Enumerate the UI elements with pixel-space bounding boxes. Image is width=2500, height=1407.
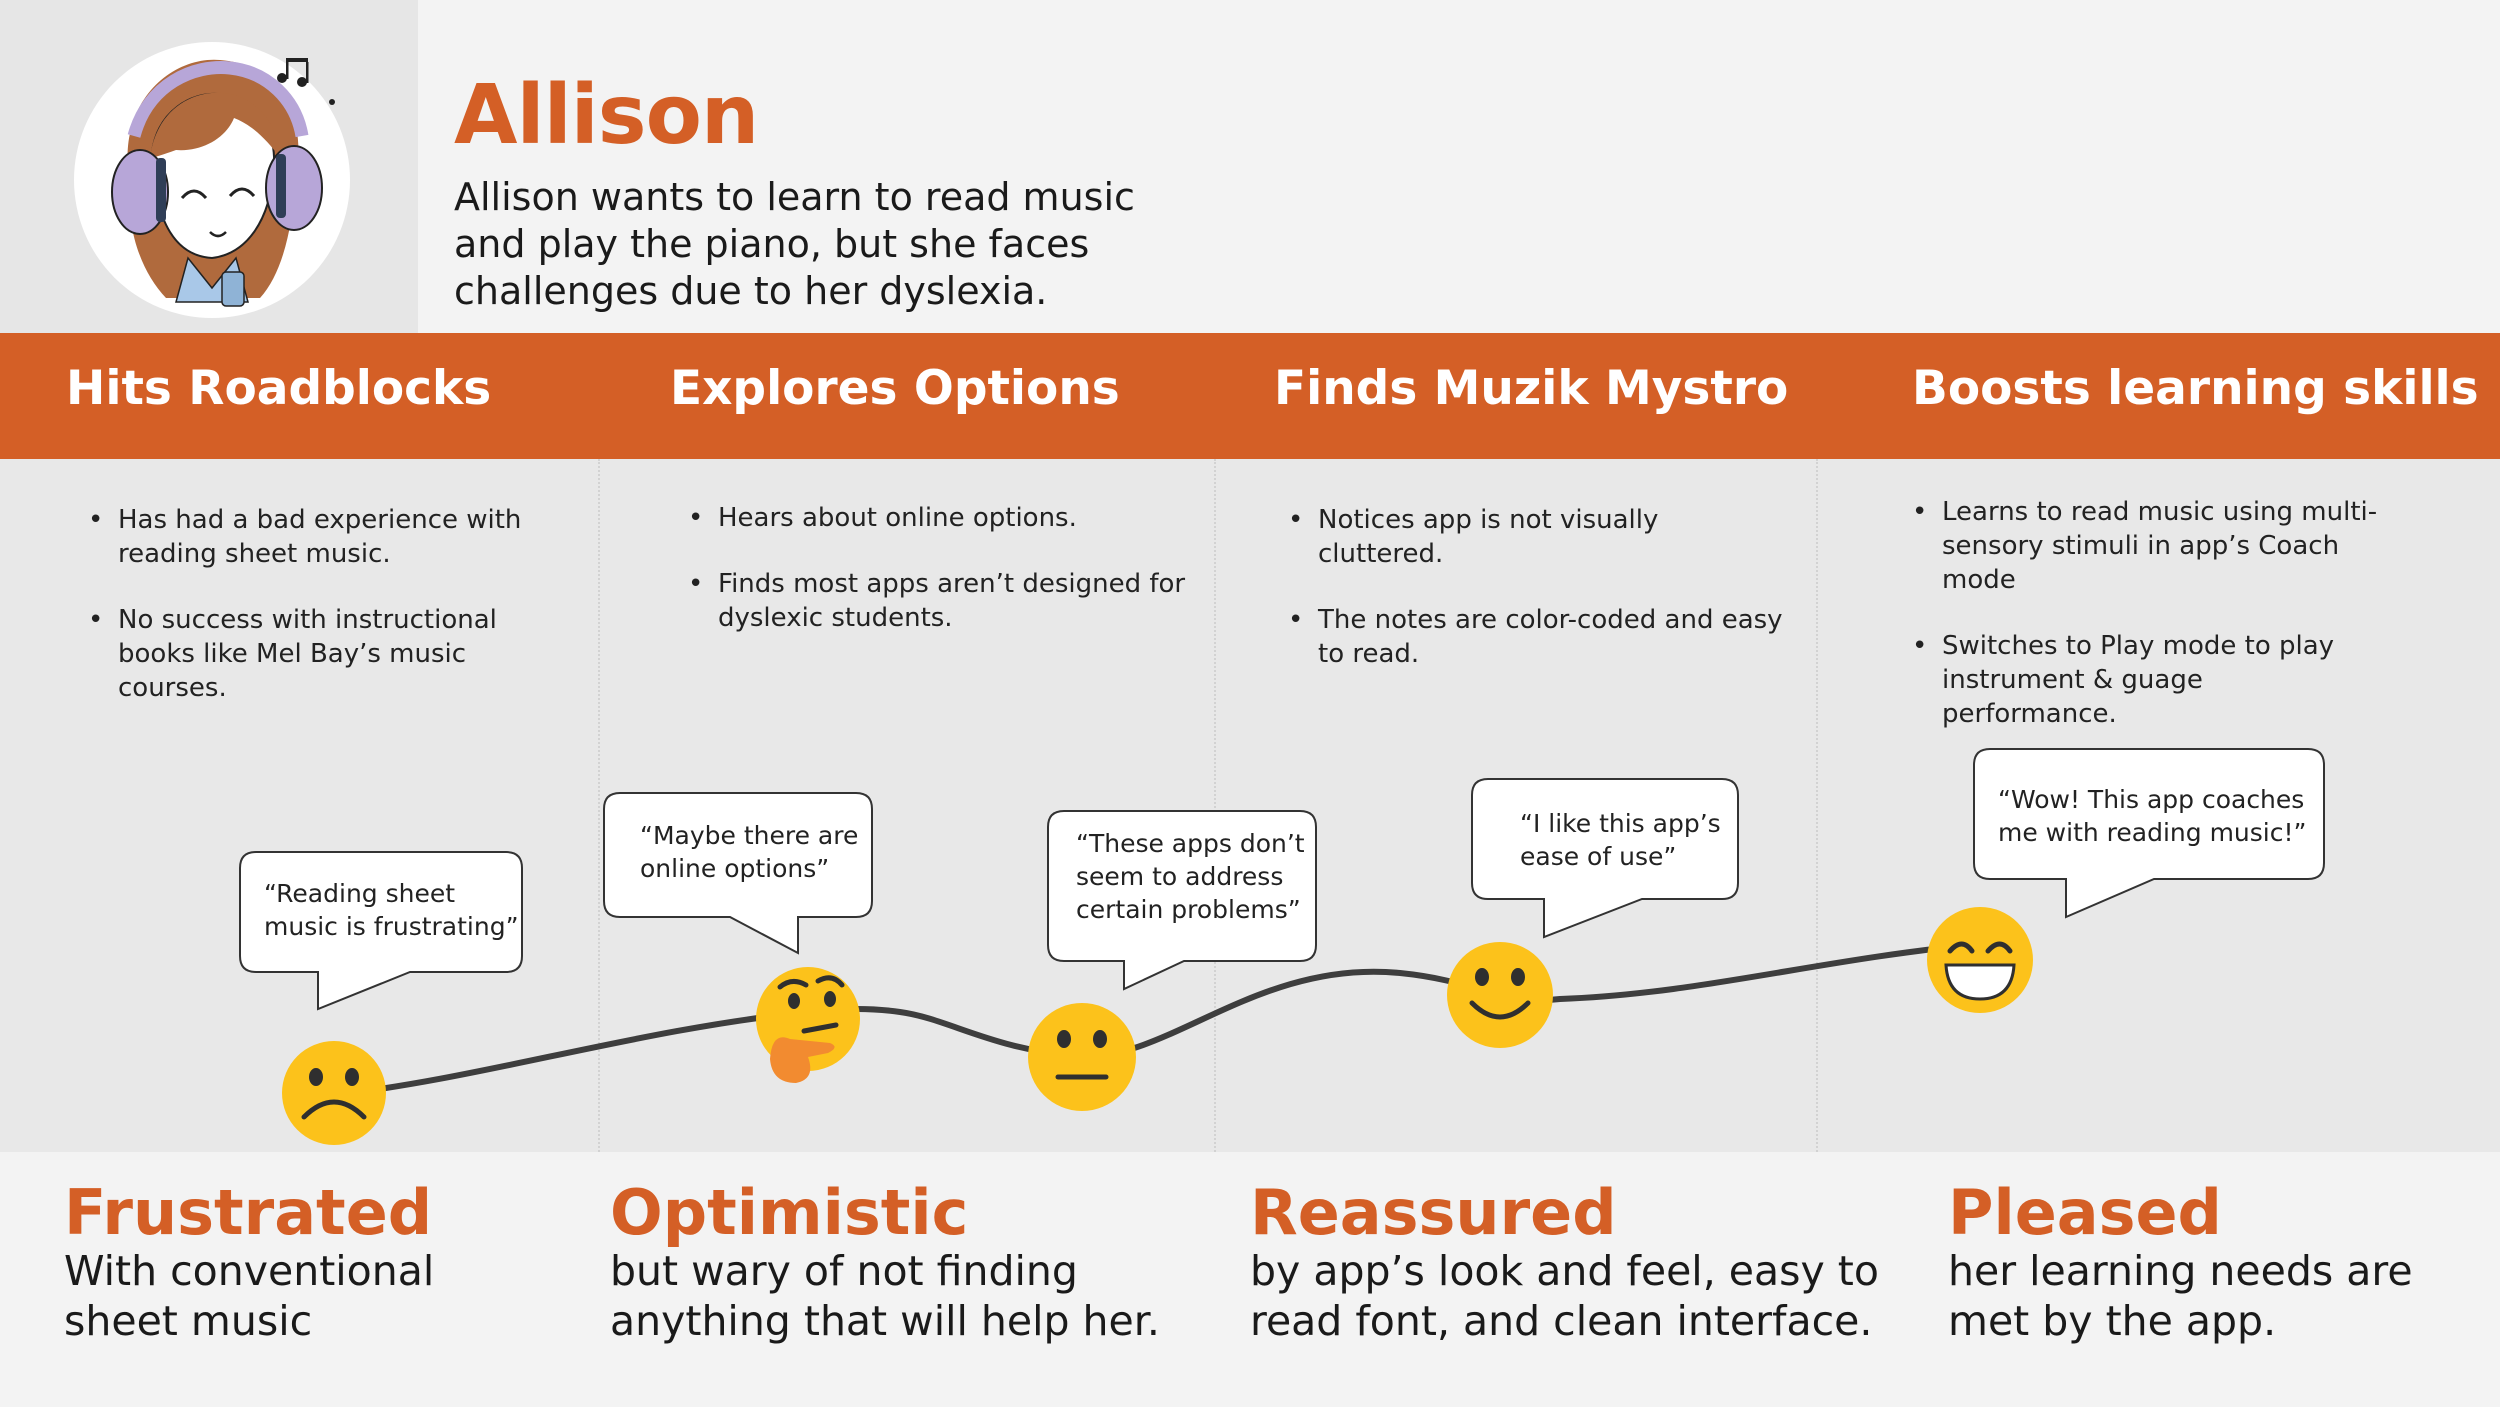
stage-title-hits-roadblocks: Hits Roadblocks — [66, 361, 492, 416]
bullet-item: Has had a bad experience with reading sh… — [88, 503, 578, 571]
quote-text-line: “Maybe there are — [640, 821, 858, 850]
emotion-description: by app’s look and feel, easy to read fon… — [1250, 1247, 1879, 1345]
bullet-item: Hears about online options. — [688, 501, 1188, 535]
speech-bubble: “Maybe there are online options” — [603, 792, 873, 955]
quote-text-line: ease of use” — [1520, 842, 1676, 871]
stage-bullets-explores-options: Hears about online options. Finds most a… — [688, 501, 1188, 667]
quote-text-line: “Reading sheet — [264, 879, 455, 908]
persona-avatar — [74, 42, 350, 318]
stage-title-finds-muzik-mystro: Finds Muzik Mystro — [1274, 361, 1789, 416]
emotion-summary: Frustrated With conventional sheet music… — [0, 1152, 2500, 1407]
persona-description: Allison wants to learn to read music and… — [454, 175, 1135, 313]
persona-name: Allison — [454, 68, 759, 163]
emotion-label-pleased: Pleased — [1948, 1176, 2222, 1249]
column-divider — [1214, 459, 1216, 1152]
emotion-description: but wary of not finding anything that wi… — [610, 1247, 1160, 1345]
column-divider — [1816, 459, 1818, 1152]
sad-face-icon — [282, 1041, 386, 1145]
stage-title-explores-options: Explores Options — [670, 361, 1120, 416]
neutral-face-icon — [1028, 1003, 1136, 1111]
stage-bullets-hits-roadblocks: Has had a bad experience with reading sh… — [88, 503, 578, 737]
quote-text-line: me with reading music!” — [1998, 818, 2306, 847]
smiling-face-icon — [1447, 942, 1553, 1048]
quote-text-line: certain problems” — [1076, 895, 1301, 924]
emotion-curve-diagram: “Reading sheet music is frustrating” “Ma… — [239, 748, 2325, 1145]
speech-bubble: “These apps don’t seem to address certai… — [1047, 810, 1317, 991]
emotion-description: her learning needs are met by the app. — [1948, 1247, 2413, 1345]
music-notes-icon — [277, 58, 335, 105]
quote-text-line: “I like this app’s — [1520, 809, 1721, 838]
bullet-item: No success with instructional books like… — [88, 603, 578, 705]
stage-bullets-finds-muzik-mystro: Notices app is not visually cluttered. T… — [1288, 503, 1788, 703]
bullet-item: Notices app is not visually cluttered. — [1288, 503, 1788, 571]
emotion-label-reassured: Reassured — [1250, 1176, 1617, 1249]
bullet-item: The notes are color-coded and easy to re… — [1288, 603, 1788, 671]
emotion-description: With conventional sheet music — [64, 1247, 435, 1345]
avatar-panel — [0, 0, 418, 333]
speech-bubble: “Wow! This app coaches me with reading m… — [1973, 748, 2325, 919]
quote-text-line: “These apps don’t — [1076, 829, 1305, 858]
stage-bullets-boosts-learning-skills: Learns to read music using multi-sensory… — [1912, 495, 2382, 763]
column-divider — [598, 459, 600, 1152]
bullet-item: Learns to read music using multi-sensory… — [1912, 495, 2382, 597]
quote-text-line: online options” — [640, 854, 829, 883]
stage-title-boosts-learning-skills: Boosts learning skills — [1912, 361, 2479, 416]
thinking-face-icon — [756, 967, 860, 1083]
journey-map: Has had a bad experience with reading sh… — [0, 459, 2500, 1152]
quote-text-line: music is frustrating” — [264, 912, 519, 941]
bullet-item: Switches to Play mode to play instrument… — [1912, 629, 2382, 731]
persona-header: Allison Allison wants to learn to read m… — [0, 0, 2500, 333]
quote-text-line: seem to address — [1076, 862, 1283, 891]
speech-bubble: “Reading sheet music is frustrating” — [239, 851, 523, 1011]
emotion-label-optimistic: Optimistic — [610, 1176, 969, 1249]
emotion-label-frustrated: Frustrated — [64, 1176, 433, 1249]
grinning-face-icon — [1927, 907, 2033, 1013]
bullet-item: Finds most apps aren’t designed for dysl… — [688, 567, 1188, 635]
speech-bubble: “I like this app’s ease of use” — [1471, 778, 1739, 939]
quote-text-line: “Wow! This app coaches — [1998, 785, 2304, 814]
stage-bar: Hits Roadblocks Explores Options Finds M… — [0, 333, 2500, 459]
